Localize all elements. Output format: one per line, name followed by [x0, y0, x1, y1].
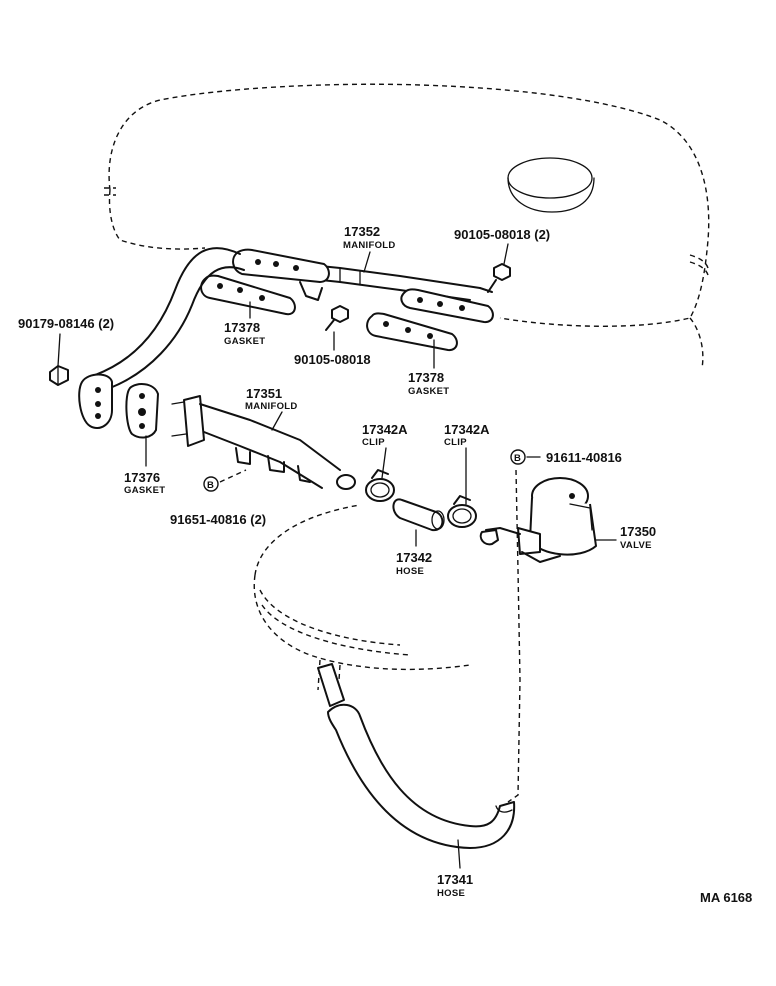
- bolt-90105-mid-shape: [325, 305, 349, 331]
- connecting-pipe-shape: [78, 247, 245, 429]
- nut-90179-shape: [49, 365, 69, 386]
- label-91611: B 91611-40816: [510, 449, 622, 465]
- part-name-17376: GASKET: [124, 485, 165, 496]
- manifold-17351-shape: [171, 395, 356, 490]
- part-name-17351: MANIFOLD: [245, 401, 298, 412]
- label-17351: 17351 MANIFOLD: [245, 386, 298, 412]
- marker-letter-91651: B: [207, 480, 214, 491]
- part-name-17342A-left: CLIP: [362, 437, 385, 448]
- part-name-17378-right: GASKET: [408, 386, 449, 397]
- part-name-17352: MANIFOLD: [343, 240, 396, 251]
- part-name-17342: HOSE: [396, 566, 424, 577]
- leader-lines: [57, 243, 617, 869]
- hose-17341-shape: [317, 663, 516, 849]
- label-17352: 17352 MANIFOLD: [343, 224, 396, 251]
- part-number-17352: 17352: [344, 224, 380, 239]
- marker-letter-91611: B: [514, 453, 521, 464]
- part-number-17351: 17351: [246, 386, 282, 401]
- part-number-91611: 91611-40816: [546, 450, 622, 465]
- part-number-17342A-right: 17342A: [444, 422, 490, 437]
- label-17342: 17342 HOSE: [396, 550, 432, 577]
- label-17378-right: 17378 GASKET: [408, 370, 449, 397]
- part-number-90105-top: 90105-08018 (2): [454, 227, 550, 242]
- part-number-17378-left: 17378: [224, 320, 260, 335]
- gasket-17376-shape: [125, 383, 159, 439]
- part-number-90179: 90179-08146 (2): [18, 316, 114, 331]
- label-17341: 17341 HOSE: [437, 872, 473, 899]
- bolt-90105-top-shape: [487, 263, 511, 293]
- b-marker-91611: [510, 449, 526, 465]
- engine-cover-outline: [104, 83, 710, 369]
- gasket-17378-right-shape: [366, 312, 458, 352]
- manifold-17352-shape: [232, 248, 494, 324]
- part-name-17342A-right: CLIP: [444, 437, 467, 448]
- label-17350: 17350 VALVE: [620, 524, 656, 551]
- label-17342A-left: 17342A CLIP: [362, 422, 408, 448]
- part-number-17376: 17376: [124, 470, 160, 485]
- part-number-17341: 17341: [437, 872, 473, 887]
- label-17376: 17376 GASKET: [124, 470, 165, 496]
- clip-17342A-right-shape: [447, 495, 477, 528]
- part-number-90105-mid: 90105-08018: [294, 352, 371, 367]
- valve-17350-shape: [479, 477, 597, 563]
- part-number-91651: 91651-40816 (2): [170, 512, 266, 527]
- gasket-17378-left-shape: [200, 274, 296, 316]
- label-17342A-right: 17342A CLIP: [444, 422, 490, 448]
- label-17378-left: 17378 GASKET: [224, 320, 265, 347]
- part-name-17350: VALVE: [620, 540, 652, 551]
- hose-17342-shape: [392, 498, 445, 532]
- part-number-17350: 17350: [620, 524, 656, 539]
- part-number-17342: 17342: [396, 550, 432, 565]
- label-91651: B 91651-40816 (2): [170, 476, 266, 527]
- routing-dashed-line: [507, 469, 521, 803]
- part-number-17378-right: 17378: [408, 370, 444, 385]
- b-marker-91651: [203, 476, 219, 492]
- air-cleaner-outline: [253, 504, 471, 696]
- part-name-17378-left: GASKET: [224, 336, 265, 347]
- part-number-17342A-left: 17342A: [362, 422, 408, 437]
- figure-code: MA 6168: [700, 890, 752, 905]
- clip-17342A-left-shape: [365, 469, 395, 502]
- part-name-17341: HOSE: [437, 888, 465, 899]
